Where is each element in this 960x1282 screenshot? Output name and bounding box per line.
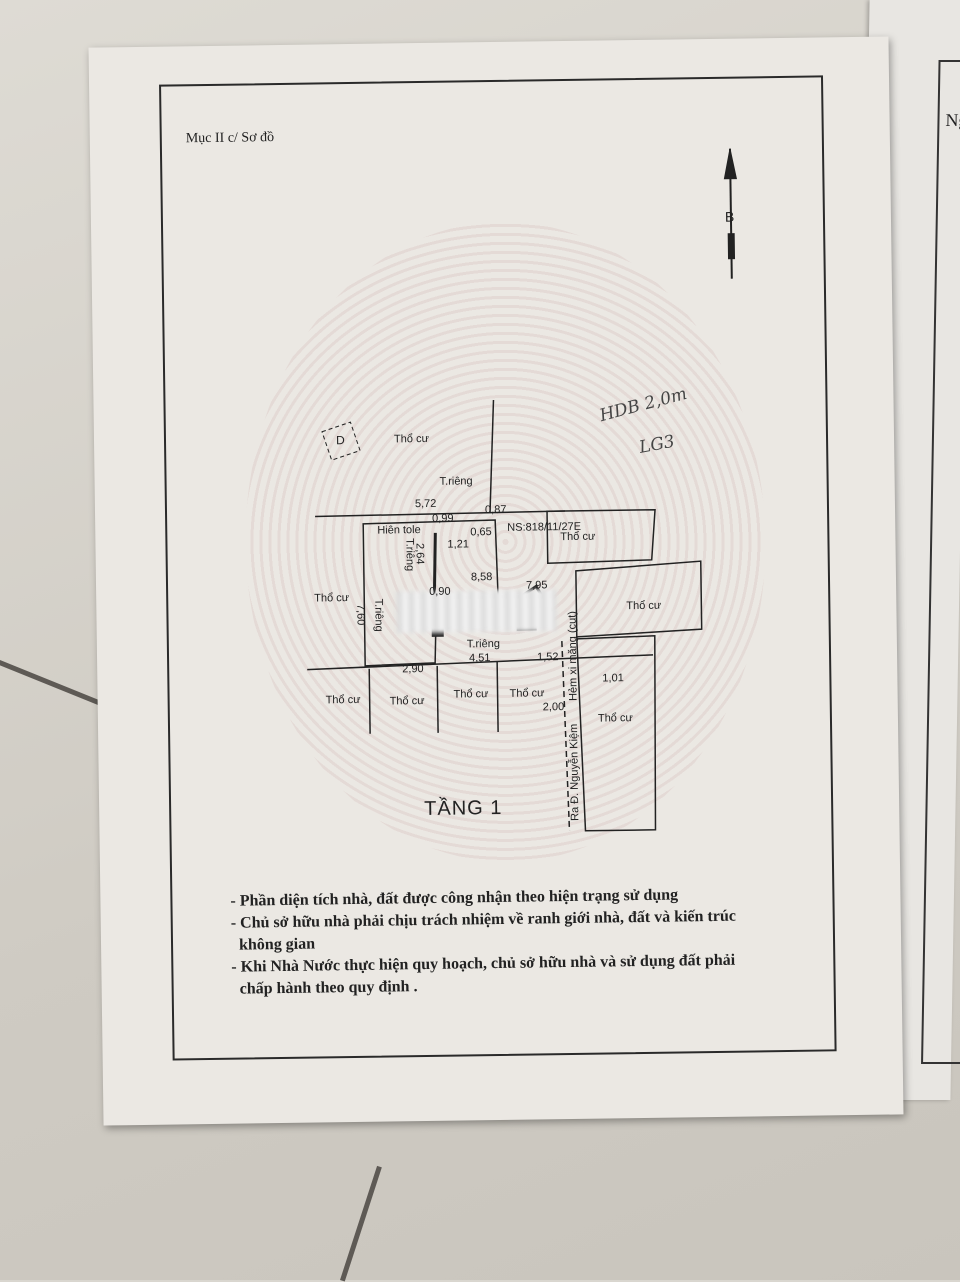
t-rieng-label: T.riêng <box>372 598 385 632</box>
adjacent-page-frame <box>921 60 960 1064</box>
document-sheet: Mục II c/ Sơ đồ <box>88 36 904 1126</box>
north-letter: B <box>724 208 735 225</box>
neighbor-lot <box>546 509 656 565</box>
parcel-mark-box <box>321 421 361 461</box>
neighbor-lot <box>576 635 657 832</box>
alley-line <box>561 641 571 832</box>
boundary-line <box>436 665 439 733</box>
tho-cu-label: Thổ cư <box>597 712 633 725</box>
tho-cu-label: Thổ cư <box>453 688 489 701</box>
dimension-label: 0,90 <box>429 585 451 598</box>
adjacent-page-text: Ng <box>945 110 960 130</box>
dimension-label: 0,65 <box>470 526 492 539</box>
dimension-label: 1,01 <box>602 672 624 685</box>
tho-cu-label: Thổ cư <box>325 693 361 707</box>
t-rieng-label: T.riêng <box>403 538 416 572</box>
tho-cu-label: Thổ cư <box>389 695 425 708</box>
boundary-line <box>307 654 654 671</box>
boundary-line <box>368 668 371 734</box>
boundary-line <box>496 661 499 732</box>
tho-cu-label: Thổ cư <box>314 592 350 605</box>
tho-cu-label: Thổ cư <box>393 432 429 446</box>
tho-cu-label: Thổ cư <box>560 530 596 544</box>
t-rieng-label: T.riêng <box>439 475 473 488</box>
dimension-label: 0,87 <box>484 503 507 517</box>
road-label: Ra Đ. Nguyễn Kiệm <box>568 723 582 821</box>
boundary-line <box>315 510 566 518</box>
dimension-label: 0,99 <box>432 512 454 525</box>
north-arrow-icon <box>723 148 738 279</box>
dimension-label: 2,90 <box>402 663 424 676</box>
dimension-label: 5,72 <box>414 497 437 511</box>
neighbor-lot <box>575 560 703 638</box>
dimension-label: 1,52 <box>536 651 559 664</box>
t-rieng-label: T.riêng <box>466 637 500 651</box>
dimension-label: 2,00 <box>542 701 565 714</box>
boundary-line <box>489 399 495 513</box>
redacted-text <box>396 589 557 634</box>
dimension-label: 4,51 <box>468 652 491 665</box>
notes-block: - Phần diện tích nhà, đất được công nhận… <box>230 882 851 1001</box>
dimension-label: 7,95 <box>525 579 548 592</box>
floor-title: TẦNG 1 <box>424 796 503 821</box>
alley-label: Hẻm xi măng (cụt) <box>566 610 580 702</box>
dimension-label: 1,21 <box>447 538 469 551</box>
tho-cu-label: Thổ cư <box>509 687 545 700</box>
parcel-mark-letter: D <box>335 433 345 448</box>
tho-cu-label: Thổ cư <box>626 599 662 613</box>
dimension-label: 7,60 <box>354 603 367 626</box>
dimension-label: 8,58 <box>470 571 493 584</box>
hien-tole-label: Hiên tole <box>377 524 421 537</box>
